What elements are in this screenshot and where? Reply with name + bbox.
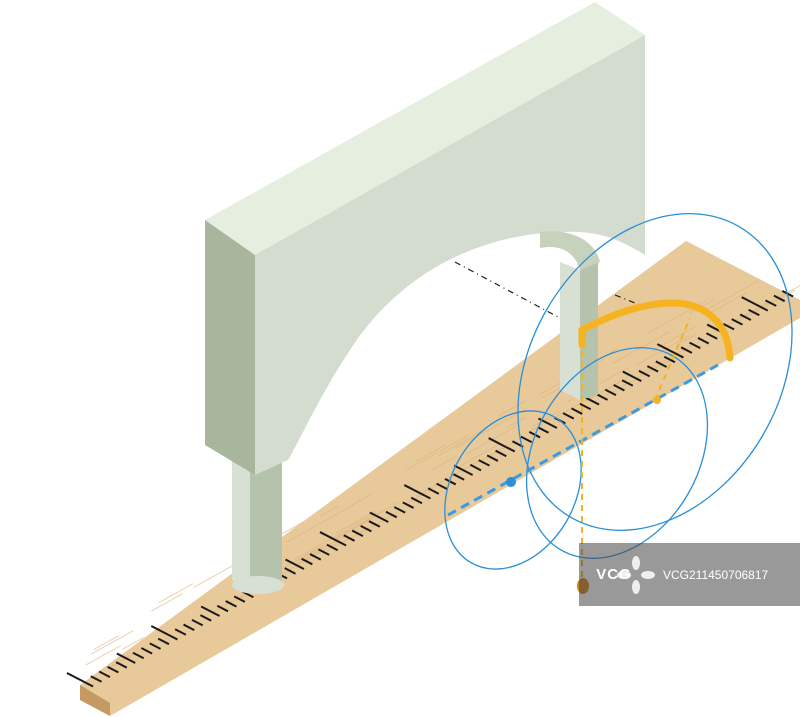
point-orange-mid	[653, 396, 661, 404]
watermark: VCG VCG211450706817	[579, 543, 800, 606]
center-line-dash-dot	[455, 262, 560, 318]
ruler	[67, 241, 800, 716]
wood-grain-streak	[159, 584, 193, 603]
wood-grain-streak	[151, 594, 182, 611]
arch-left-face	[205, 220, 255, 475]
point-blue	[506, 477, 516, 487]
left-leg-side	[232, 455, 250, 590]
watermark-logo: VCG	[579, 543, 649, 606]
wood-grain-streak	[94, 636, 119, 650]
left-leg-base	[232, 576, 284, 594]
right-leg-side	[560, 262, 580, 400]
arch-inner-soffit	[540, 231, 600, 270]
watermark-logo-text: VCG	[596, 566, 632, 583]
watermark-id: VCG211450706817	[663, 568, 768, 582]
